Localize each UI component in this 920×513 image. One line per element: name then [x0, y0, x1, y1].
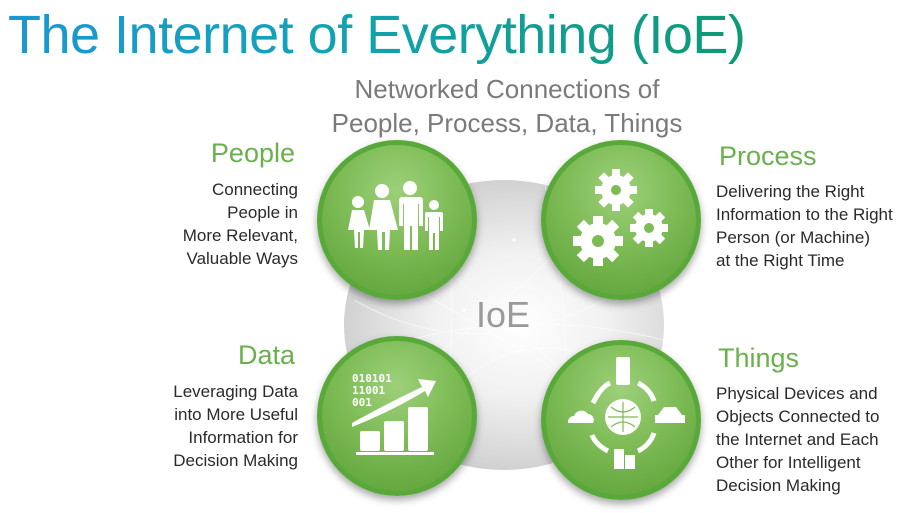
data-line: Decision Making — [173, 451, 298, 470]
process-line: Delivering the Right — [716, 182, 865, 201]
things-heading: Things — [718, 343, 800, 373]
people-line: Valuable Ways — [186, 249, 299, 268]
process-heading: Process — [719, 141, 817, 171]
things-circle — [541, 340, 701, 500]
binary-line: 001 — [352, 396, 372, 409]
things-line: Decision Making — [716, 476, 841, 495]
binary-line: 010101 — [352, 372, 392, 385]
process-line: Information to the Right — [716, 205, 893, 224]
subtitle: Networked Connections of People, Process… — [300, 72, 714, 140]
data-circle: 010101 11001 001 — [317, 336, 477, 496]
subtitle-line-1: Networked Connections of — [354, 74, 660, 104]
gears-icon — [573, 169, 668, 266]
binary-digits: 010101 11001 001 — [352, 373, 392, 409]
people-description: Connecting People in More Relevant, Valu… — [150, 178, 298, 270]
things-description: Physical Devices and Objects Connected t… — [716, 382, 920, 497]
people-line: People in — [227, 203, 298, 222]
subtitle-line-2: People, Process, Data, Things — [331, 108, 683, 138]
people-circle — [317, 140, 477, 300]
data-heading: Data — [237, 340, 295, 370]
connected-devices-icon — [567, 357, 685, 469]
people-line: More Relevant, — [182, 226, 298, 245]
family-icon — [348, 181, 443, 250]
data-line: into More Useful — [174, 405, 298, 424]
center-label: IoE — [476, 294, 531, 335]
things-line: Physical Devices and — [716, 384, 878, 403]
growth-chart-icon — [352, 379, 436, 455]
process-line: Person (or Machine) — [716, 228, 871, 247]
process-circle — [541, 140, 701, 300]
data-line: Information for — [188, 428, 298, 447]
process-description: Delivering the Right Information to the … — [716, 180, 920, 272]
things-line: Other for Intelligent — [716, 453, 861, 472]
people-heading: People — [210, 138, 295, 168]
binary-line: 11001 — [352, 384, 386, 397]
data-line: Leveraging Data — [173, 382, 298, 401]
things-line: the Internet and Each — [716, 430, 879, 449]
process-line: at the Right Time — [716, 251, 845, 270]
things-line: Objects Connected to — [716, 407, 880, 426]
people-line: Connecting — [211, 180, 298, 199]
data-description: Leveraging Data into More Useful Informa… — [140, 380, 298, 472]
page-title: The Internet of Everything (IoE) — [8, 5, 746, 65]
